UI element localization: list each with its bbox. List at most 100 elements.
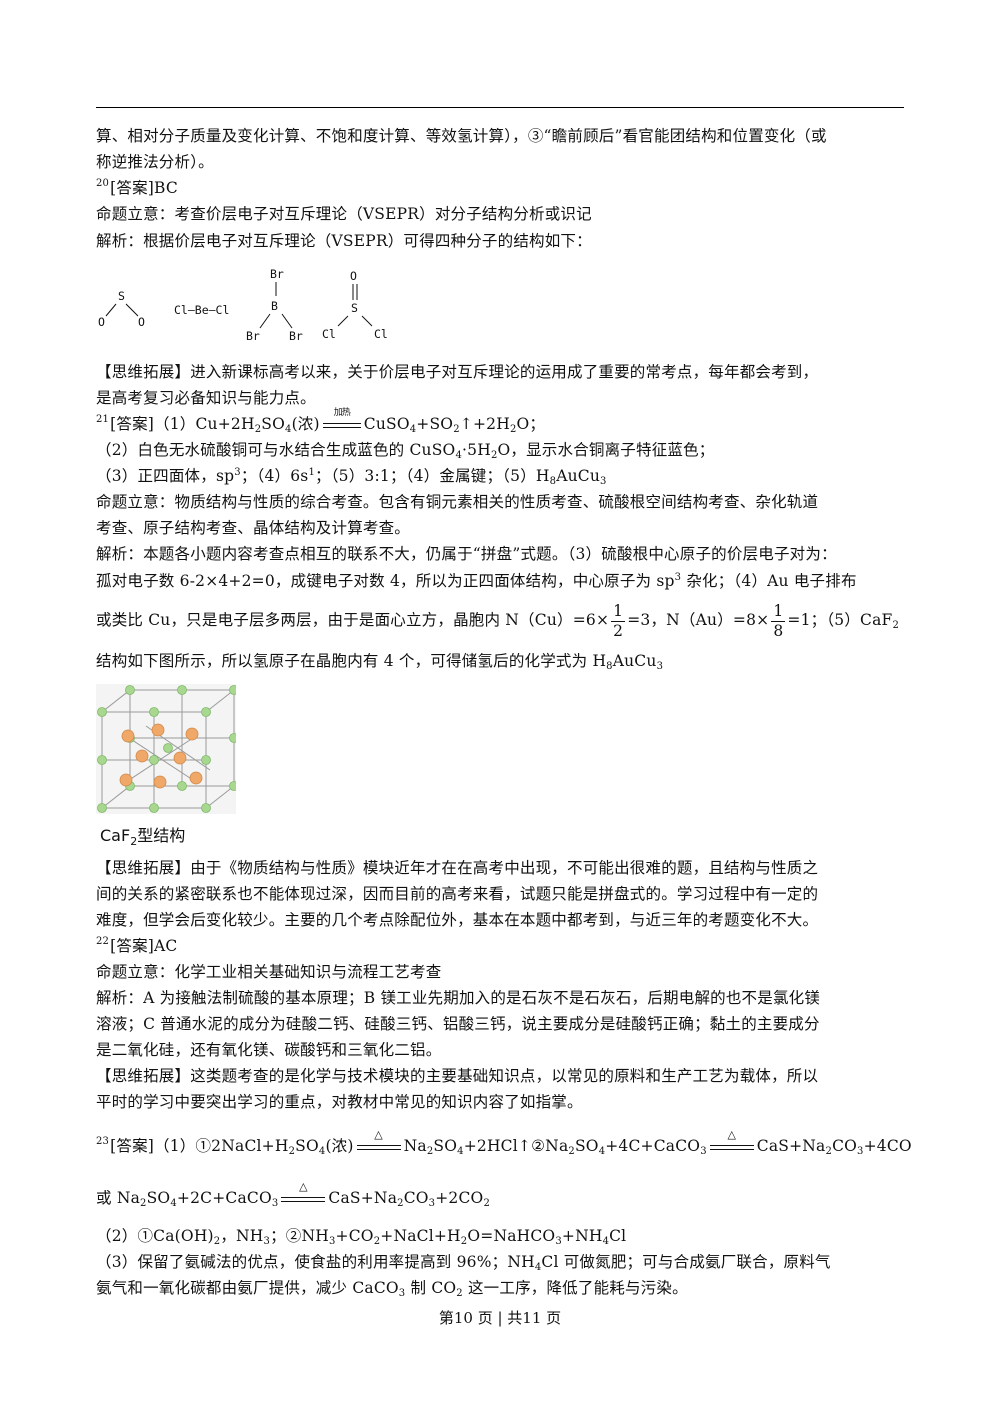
text-line: （2）①Ca(OH)2，NH3；②NH3+CO2+NaCl+H2O=NaHCO3…	[96, 1226, 908, 1247]
sub: 8	[606, 661, 613, 672]
sub: 4	[602, 1236, 610, 1247]
t: CO	[832, 1137, 858, 1155]
sub: 2	[453, 424, 460, 435]
sub: 3	[263, 1236, 271, 1247]
text-line: 算、相对分子质量及变化计算、不饱和度计算、等效氢计算），③“瞻前顾后”看官能团结…	[96, 127, 827, 145]
t: （3）保留了氨碱法的优点，使食盐的利用率提高到 96%；NH	[96, 1253, 535, 1271]
t: ；②NH	[270, 1227, 329, 1245]
sub: 2	[254, 424, 262, 435]
delta-symbol: △	[727, 1128, 737, 1141]
text-line: 命题立意：考查价层电子对互斥理论（VSEPR）对分子结构分析或识记	[96, 205, 592, 223]
sub: 2	[130, 835, 138, 849]
t: =1；（5）CaF	[787, 611, 893, 629]
becl2-structure: Cl—Be—Cl	[174, 303, 229, 317]
denominator: 2	[613, 621, 624, 640]
so2-s: S	[118, 289, 125, 303]
bbr3-br-left: Br	[246, 329, 260, 343]
answer-20: 20[答案]BC	[96, 178, 908, 198]
answer-22: 22[答案]AC	[96, 936, 908, 956]
sup: 3	[674, 572, 682, 583]
t: SO	[574, 1137, 599, 1155]
text-line: 解析：根据价层电子对互斥理论（VSEPR）可得四种分子的结构如下：	[96, 232, 592, 250]
text-line: 【思维拓展】进入新课标高考以来，关于价层电子对互斥理论的运用成了重要的常考点，每…	[96, 363, 819, 381]
sub: 3	[857, 1146, 864, 1157]
text-line: （2）白色无水硫酸铜可与水结合生成蓝色的 CuSO4·5H2O，显示水合铜离子特…	[96, 440, 908, 461]
sub: 2	[288, 1146, 296, 1157]
text-line: 考查、原子结构考查、晶体结构及计算考查。	[96, 519, 411, 537]
sub: 2	[140, 1198, 147, 1209]
t: （3）正四面体，sp	[96, 467, 235, 485]
t: AuCu	[612, 652, 657, 670]
t: 制 CO	[405, 1279, 457, 1297]
header-rule	[96, 107, 904, 108]
sub: 3	[600, 476, 607, 487]
text-line: 命题立意：化学工业相关基础知识与流程工艺考查	[96, 963, 442, 981]
sub: 2	[426, 1146, 434, 1157]
t: SO	[433, 1137, 458, 1155]
sub: 2	[373, 1236, 381, 1247]
t: 孤对电子数 6-2×4+2=0，成键电子对数 4，所以为正四面体结构，中心原子为…	[96, 572, 675, 590]
sub: 8	[549, 476, 557, 487]
t: CaS+Na	[756, 1137, 826, 1155]
caf2-caption: CaF2型结构	[100, 822, 236, 848]
text-line: 解析：A 为接触法制硫酸的基本原理；B 镁工业先期加入的是石灰不是石灰石，后期电…	[96, 989, 821, 1007]
so2-structure: S O O	[98, 289, 145, 329]
numerator: 1	[611, 601, 626, 622]
text-line: 称逆推法分析）。	[96, 153, 214, 171]
socl2-s: S	[351, 301, 358, 315]
heat-label: 加热	[333, 408, 351, 418]
t: ；（4）6s	[240, 467, 309, 485]
t: ，NH	[220, 1227, 264, 1245]
page-footer: 第10 页 | 共11 页	[438, 1309, 562, 1327]
sub: 4	[409, 424, 417, 435]
t: 结构如下图所示，所以氢原子在晶胞内有 4 个，可得储氢后的化学式为 H	[96, 652, 607, 670]
sup: 3	[234, 467, 241, 478]
text-line: 孤对电子数 6-2×4+2=0，成键电子对数 4，所以为正四面体结构，中心原子为…	[96, 571, 908, 591]
sub: 2	[490, 450, 498, 461]
bbr3-br-right: Br	[289, 329, 303, 343]
answer-23: 23[答案]（1）①2NaCl+H2SO4(浓)△Na2SO4+2HCl↑②Na…	[96, 1129, 912, 1157]
text-line: （3）正四面体，sp3；（4）6s1；（5）3:1；（4）金属键；（5）H8Au…	[96, 466, 908, 487]
sub: 3	[428, 1198, 436, 1209]
sub: 3	[328, 1236, 336, 1247]
t: CuSO	[363, 415, 410, 433]
t: CaS+Na	[328, 1189, 398, 1207]
t: 氨气和一氧化碳都由氨厂提供，减少 CaCO	[96, 1279, 399, 1297]
text-line: 解析：本题各小题内容考查点相互的联系不大，仍属于“拼盘”式题。（3）硫酸根中心原…	[96, 545, 837, 563]
sub: 4	[170, 1198, 177, 1209]
sub: 4	[455, 450, 463, 461]
t: Cl	[609, 1227, 627, 1245]
sub: 3	[700, 1146, 707, 1157]
footnote-number: 21	[96, 414, 110, 425]
t: =3，N（Au）=8×	[627, 611, 770, 629]
sub: 4	[534, 1262, 542, 1273]
t: SO	[146, 1189, 171, 1207]
sub: 3	[555, 1236, 562, 1247]
text-line: 是二氧化硅，还有氧化镁、碳酸钙和三氧化二铝。	[96, 1041, 442, 1059]
socl2-structure: O S Cl Cl	[322, 269, 388, 341]
text-line: 是高考复习必备知识与能力点。	[96, 389, 316, 407]
text-line: 或 Na2SO4+2C+CaCO3△CaS+Na2CO3+2CO2	[96, 1181, 908, 1209]
t: ↑+2H	[459, 415, 510, 433]
t: AuCu	[556, 467, 601, 485]
delta-symbol: △	[299, 1180, 308, 1193]
t: Cl 可做氮肥；可与合成氨厂联合，原料气	[541, 1253, 831, 1271]
socl2-cl-right: Cl	[374, 327, 388, 341]
sub: 2	[509, 424, 517, 435]
delta-symbol: △	[374, 1128, 383, 1141]
text-line: 【思维拓展】由于《物质结构与性质》模块近年才在在高考中出现，不可能出很难的题，且…	[96, 859, 819, 877]
bbr3-b: B	[271, 299, 278, 313]
text-line: 结构如下图所示，所以氢原子在晶胞内有 4 个，可得储氢后的化学式为 H8AuCu…	[96, 651, 908, 672]
footnote-number: 20	[96, 178, 110, 189]
text-line: 难度，但学会后变化较少。主要的几个考点除配位外，基本在本题中都考到，与近三年的考…	[96, 911, 819, 929]
socl2-cl-left: Cl	[322, 327, 336, 341]
t: CaF	[100, 826, 131, 845]
sub: 4	[598, 1146, 606, 1157]
t: （2）①Ca(OH)	[96, 1227, 214, 1245]
sub: 2	[397, 1198, 404, 1209]
sub: 4	[457, 1146, 464, 1157]
sup: 1	[308, 467, 316, 478]
bbr3-br-top: Br	[270, 267, 284, 281]
t: 或 Na	[96, 1189, 141, 1207]
